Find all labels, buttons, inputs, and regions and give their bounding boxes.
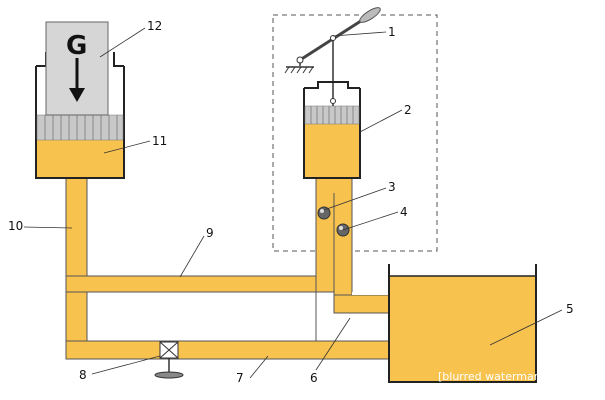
valve-handle: [154, 371, 184, 379]
pipe-joints: [67, 179, 351, 358]
callout-8: 8: [79, 368, 87, 382]
pipe-gap-area-right: [352, 292, 389, 295]
check-valve-3-highlight: [320, 209, 324, 213]
lever-rod-joint: [330, 35, 336, 41]
pump-outlet-left-pipe: [315, 177, 335, 293]
large-piston: [36, 114, 124, 141]
pipe-9: [65, 275, 335, 293]
pump-outlet-right-pipe: [333, 177, 353, 314]
callout-11: 11: [152, 134, 167, 148]
shutoff-valve: [154, 340, 184, 379]
hand-pump-dashed-boundary: [272, 14, 438, 252]
check-valve-4-highlight: [339, 226, 343, 230]
callout-12: 12: [147, 19, 162, 33]
callout-labels: 1 2 3 4 5 6 7 8 9 10 11 12: [8, 19, 574, 385]
callout-2: 2: [404, 103, 412, 117]
down-arrow-icon: [69, 88, 85, 102]
large-cylinder-oil: [37, 140, 123, 177]
hand-lever: [284, 7, 381, 74]
callout-10: 10: [8, 219, 23, 233]
pump-piston-ribs: [310, 106, 354, 124]
oil-tank: [388, 264, 537, 383]
pipe-gap-area: [86, 291, 317, 342]
large-cylinder: G: [35, 21, 125, 179]
pivot-icon: [296, 56, 304, 64]
callout-1: 1: [388, 25, 396, 39]
pump-piston: [304, 105, 360, 125]
pump-rod-joint: [330, 98, 336, 104]
callout-9: 9: [206, 226, 214, 240]
ground-hatch-icon: [284, 66, 314, 74]
pump-cylinder-oil: [305, 124, 359, 177]
callout-6: 6: [310, 371, 318, 385]
lever-handle: [359, 7, 381, 23]
pipe-7: [65, 340, 390, 360]
callout-4: 4: [400, 205, 408, 219]
load-symbol: G: [66, 31, 87, 61]
callout-5: 5: [566, 302, 574, 316]
leader-lines: [23, 27, 563, 379]
large-piston-ribs: [44, 115, 118, 140]
callout-7: 7: [236, 371, 244, 385]
pump-cylinder: [303, 36, 361, 179]
pipe-10: [65, 177, 88, 357]
watermark: [blurred watermark text]: [438, 370, 574, 383]
callout-3: 3: [388, 180, 396, 194]
oil-tank-oil: [389, 276, 536, 382]
